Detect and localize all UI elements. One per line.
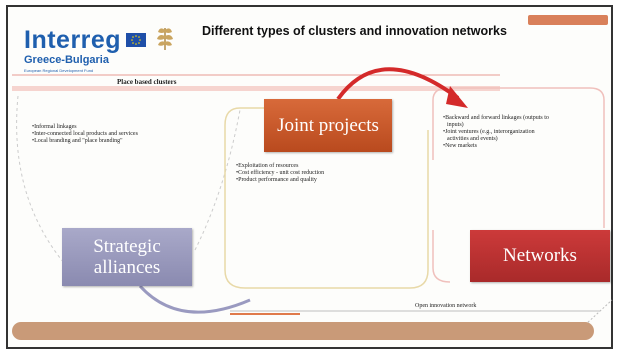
- right-bullet: •Backward and forward linkages (outputs …: [443, 115, 549, 121]
- strategic-alliances-label-line1: Strategic: [93, 236, 161, 257]
- middle-bullets: •Exploitation of resources •Cost efficie…: [236, 163, 324, 184]
- right-bullet: •New markets: [443, 143, 477, 149]
- middle-bullet: •Product performance and quality: [236, 177, 317, 183]
- networks-label: Networks: [503, 245, 577, 266]
- interreg-logo-text: Interreg: [24, 26, 122, 54]
- networks-outline-lower: [432, 230, 451, 283]
- strategic-alliances-label-line2: alliances: [93, 257, 161, 278]
- right-bullet: inputs): [447, 122, 464, 128]
- left-dashed-arc: [16, 95, 71, 271]
- red-arc-arrow: [336, 67, 460, 101]
- right-bullets: •Backward and forward linkages (outputs …: [443, 115, 549, 150]
- right-bullet: •Joint ventures (e.g., interorganization: [443, 129, 535, 135]
- joint-outline: [224, 107, 429, 289]
- left-bullets: •Informal linkages •Inter-connected loca…: [32, 124, 138, 145]
- slide-frame: [6, 5, 613, 349]
- mid-dashed-connector: [194, 109, 241, 251]
- wheat-emblem-icon: [152, 22, 178, 57]
- open-innovation-network-label: Open innovation network: [415, 303, 477, 309]
- top-accent-bar: [528, 15, 608, 25]
- place-based-clusters-label: Place based clusters: [117, 78, 177, 86]
- middle-bullet: •Cost efficiency - unit cost reduction: [236, 170, 325, 176]
- left-bullet: •Informal linkages: [32, 124, 77, 130]
- networks-box: Networks: [470, 230, 610, 282]
- red-arrowhead: [446, 86, 468, 108]
- interreg-logo-tagline: European Regional Development Fund: [24, 68, 94, 73]
- bottom-accent-bar: [12, 322, 594, 340]
- lavender-arc: [138, 284, 251, 314]
- middle-bullet: •Exploitation of resources: [236, 163, 299, 169]
- joint-projects-box: Joint projects: [264, 99, 392, 152]
- left-bullet: •Local branding and "place branding": [32, 138, 123, 144]
- right-bullet: activities and events): [447, 136, 498, 142]
- networks-outline: [432, 87, 605, 228]
- place-based-band: [12, 86, 500, 91]
- interreg-logo-subtitle: Greece-Bulgaria: [24, 54, 109, 66]
- joint-projects-label: Joint projects: [277, 114, 379, 136]
- left-bullet: •Inter-connected local products and serv…: [32, 131, 138, 137]
- slide-title: Different types of clusters and innovati…: [202, 24, 507, 38]
- bottom-right-dash: [584, 299, 613, 326]
- eu-flag-icon: [126, 33, 146, 47]
- strategic-alliances-box: Strategic alliances: [62, 228, 192, 286]
